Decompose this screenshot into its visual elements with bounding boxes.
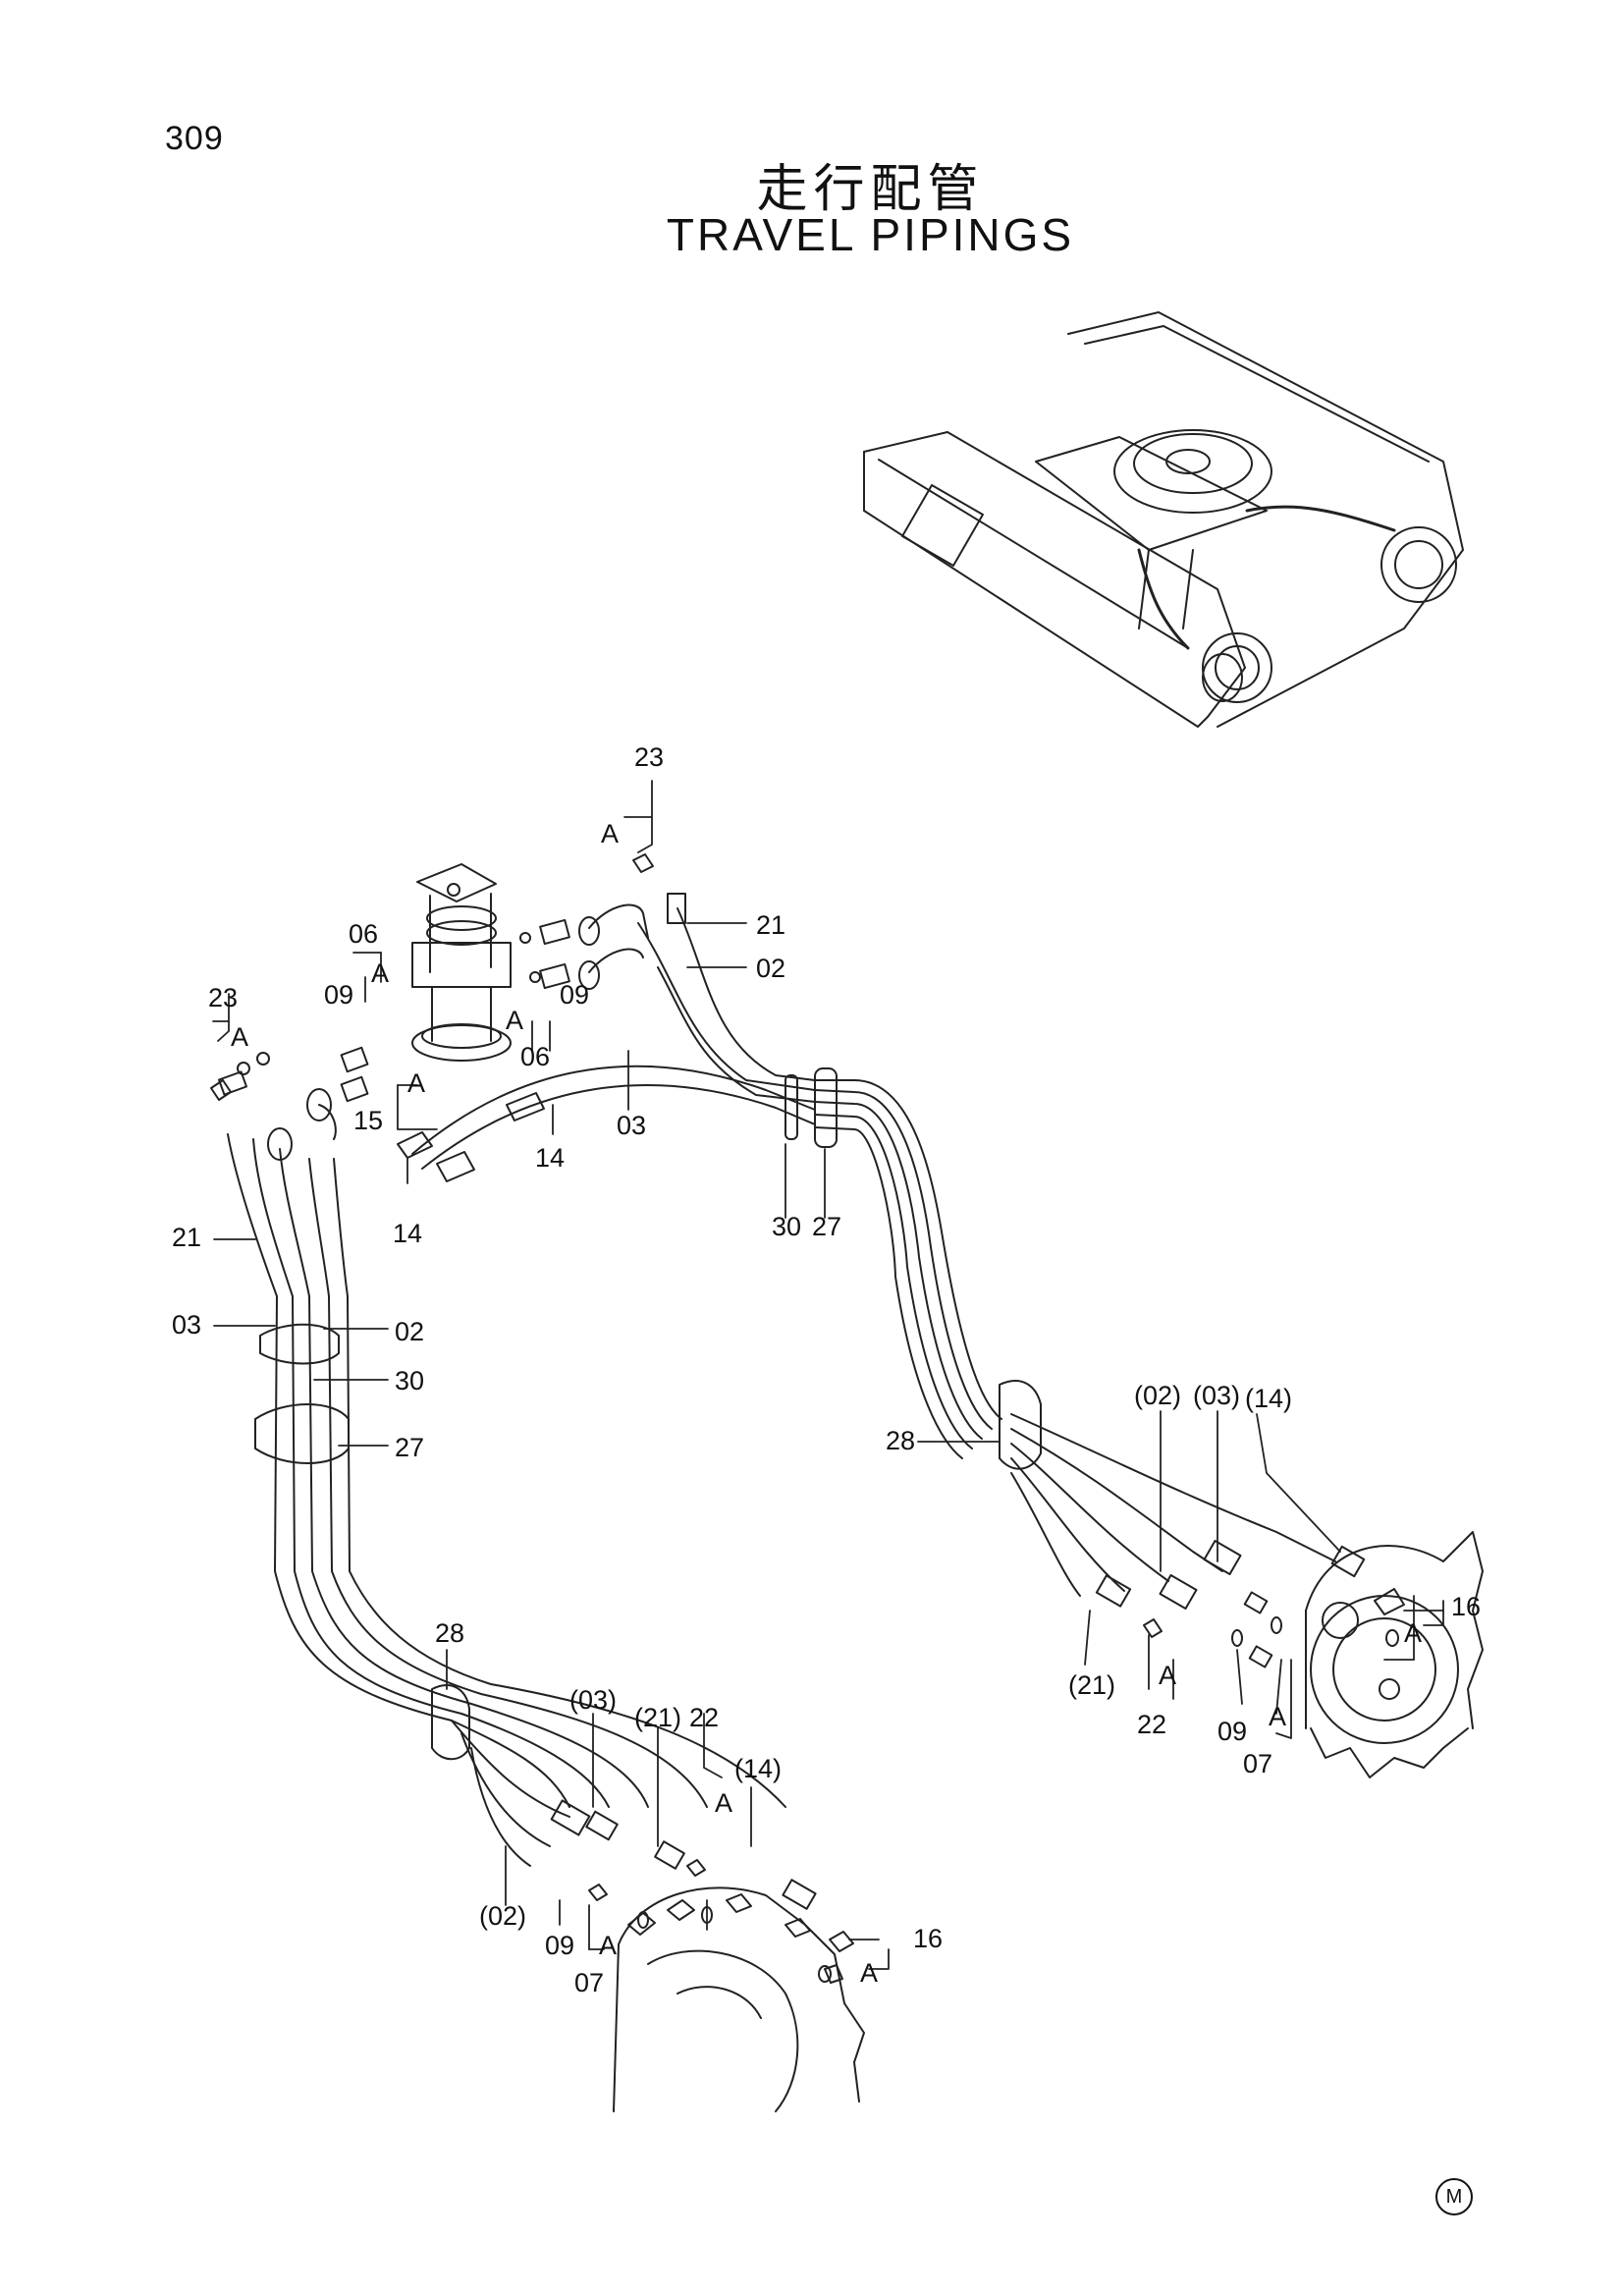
hose-bundle [227, 907, 1336, 1867]
callout-09-right-motor: 09 [1217, 1717, 1247, 1746]
callout-02-left-motor: (02) [479, 1901, 526, 1931]
callout-28-right: 28 [886, 1426, 915, 1455]
callout-21-left: 21 [172, 1223, 201, 1252]
detail-a-mark: A [506, 1006, 523, 1035]
hose-clamps [254, 1067, 1042, 1761]
callout-28-left: 28 [435, 1618, 464, 1648]
callout-16-left-motor: 16 [913, 1924, 943, 1953]
callout-14-right-motor: (14) [1245, 1384, 1292, 1413]
callout-27-center: 27 [812, 1212, 841, 1241]
fittings-upper [210, 853, 686, 1182]
detail-a-mark: A [599, 1931, 617, 1960]
callout-02-top: 02 [756, 954, 785, 983]
page-title-english: TRAVEL PIPINGS [666, 209, 1075, 260]
page-number: 309 [165, 120, 224, 157]
callout-16-right-motor: 16 [1451, 1592, 1481, 1621]
callout-09-right: 09 [560, 980, 589, 1010]
page-title-japanese: 走行配管 [756, 160, 985, 219]
callout-09-left: 09 [324, 980, 353, 1010]
detail-a-mark: A [860, 1958, 878, 1988]
center-joint [411, 863, 512, 1062]
callout-07-right-motor: 07 [1243, 1749, 1272, 1778]
callout-30-left: 30 [395, 1366, 424, 1395]
callout-22-left-motor: 22 [689, 1703, 719, 1732]
leader-lines [212, 780, 1444, 1970]
callout-30-center: 30 [772, 1212, 801, 1241]
detail-a-mark: A [407, 1068, 425, 1098]
detail-a-marks: A A A A A A A A A A A [231, 819, 1422, 1988]
callout-23-left: 23 [208, 983, 238, 1012]
callout-09-left-motor: 09 [545, 1931, 574, 1960]
callout-14-center: 14 [535, 1143, 565, 1173]
callout-21-right-motor: (21) [1068, 1670, 1115, 1700]
callout-14-left: 14 [393, 1219, 422, 1248]
callout-03-center: 03 [617, 1111, 646, 1140]
right-travel-motor [1305, 1531, 1484, 1778]
callout-03-left: 03 [172, 1310, 201, 1339]
detail-a-mark: A [601, 819, 619, 848]
callout-07-left-motor: 07 [574, 1968, 604, 1997]
callout-23-top: 23 [634, 742, 664, 772]
callout-27-left: 27 [395, 1433, 424, 1462]
callout-labels: 23 23 21 21 02 02 06 06 09 09 03 03 14 1… [172, 742, 1481, 1997]
undercarriage-overview [863, 311, 1464, 728]
fitting-ends [550, 1539, 1399, 1983]
callout-02-right-motor: (02) [1134, 1381, 1181, 1410]
callout-03-right-motor: (03) [1193, 1381, 1240, 1410]
callout-22-right-motor: 22 [1137, 1710, 1166, 1739]
callout-21-left-motor: (21) [634, 1703, 681, 1732]
callout-14-left-motor: (14) [734, 1754, 782, 1783]
detail-a-mark: A [1269, 1702, 1286, 1731]
detail-a-mark: A [1404, 1618, 1422, 1648]
callout-06-left: 06 [349, 919, 378, 949]
manual-mark: M [1435, 2178, 1473, 2215]
detail-a-mark: A [1159, 1661, 1176, 1690]
callout-21-top: 21 [756, 910, 785, 940]
callout-02-left: 02 [395, 1317, 424, 1346]
detail-a-mark: A [231, 1022, 248, 1052]
detail-a-mark: A [371, 958, 389, 988]
callout-06-right: 06 [520, 1042, 550, 1071]
callout-03-left-motor: (03) [569, 1685, 617, 1715]
left-travel-motor [613, 1886, 865, 2112]
detail-a-mark: A [715, 1788, 732, 1818]
callout-15: 15 [353, 1106, 383, 1135]
